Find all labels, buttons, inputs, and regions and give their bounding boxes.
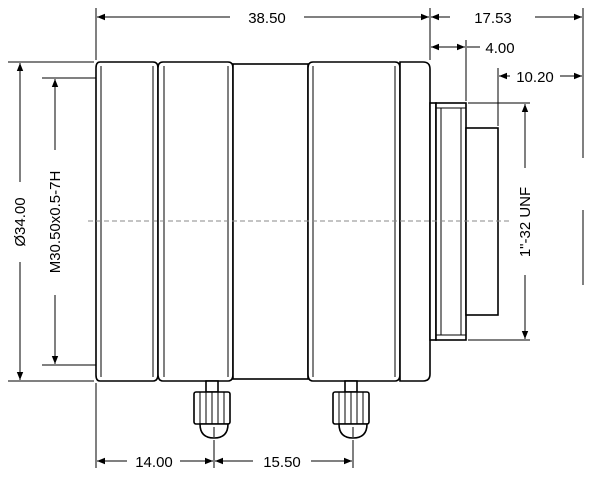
dim-mount-thread: 1"-32 UNF bbox=[517, 187, 534, 257]
locking-screw-1 bbox=[193, 380, 231, 439]
dimension-lines bbox=[16, 13, 582, 465]
dim-overall-length: 38.50 bbox=[248, 10, 286, 27]
dim-flange-step: 4.00 bbox=[485, 40, 514, 57]
dim-flange-length: 17.53 bbox=[474, 10, 512, 27]
rear-barrel bbox=[399, 61, 431, 382]
middle-barrel bbox=[232, 63, 309, 380]
dim-screw-spacing: 15.50 bbox=[263, 454, 301, 471]
extension-lines bbox=[8, 8, 584, 468]
dim-outer-diameter: Ø34.00 bbox=[12, 197, 29, 246]
dim-thread-depth: 10.20 bbox=[516, 69, 554, 86]
dim-screw1-offset: 14.00 bbox=[135, 454, 173, 471]
locking-screw-2 bbox=[332, 380, 370, 439]
front-ring bbox=[95, 61, 159, 382]
dim-filter-thread: M30.50x0.5-7H bbox=[47, 171, 64, 274]
